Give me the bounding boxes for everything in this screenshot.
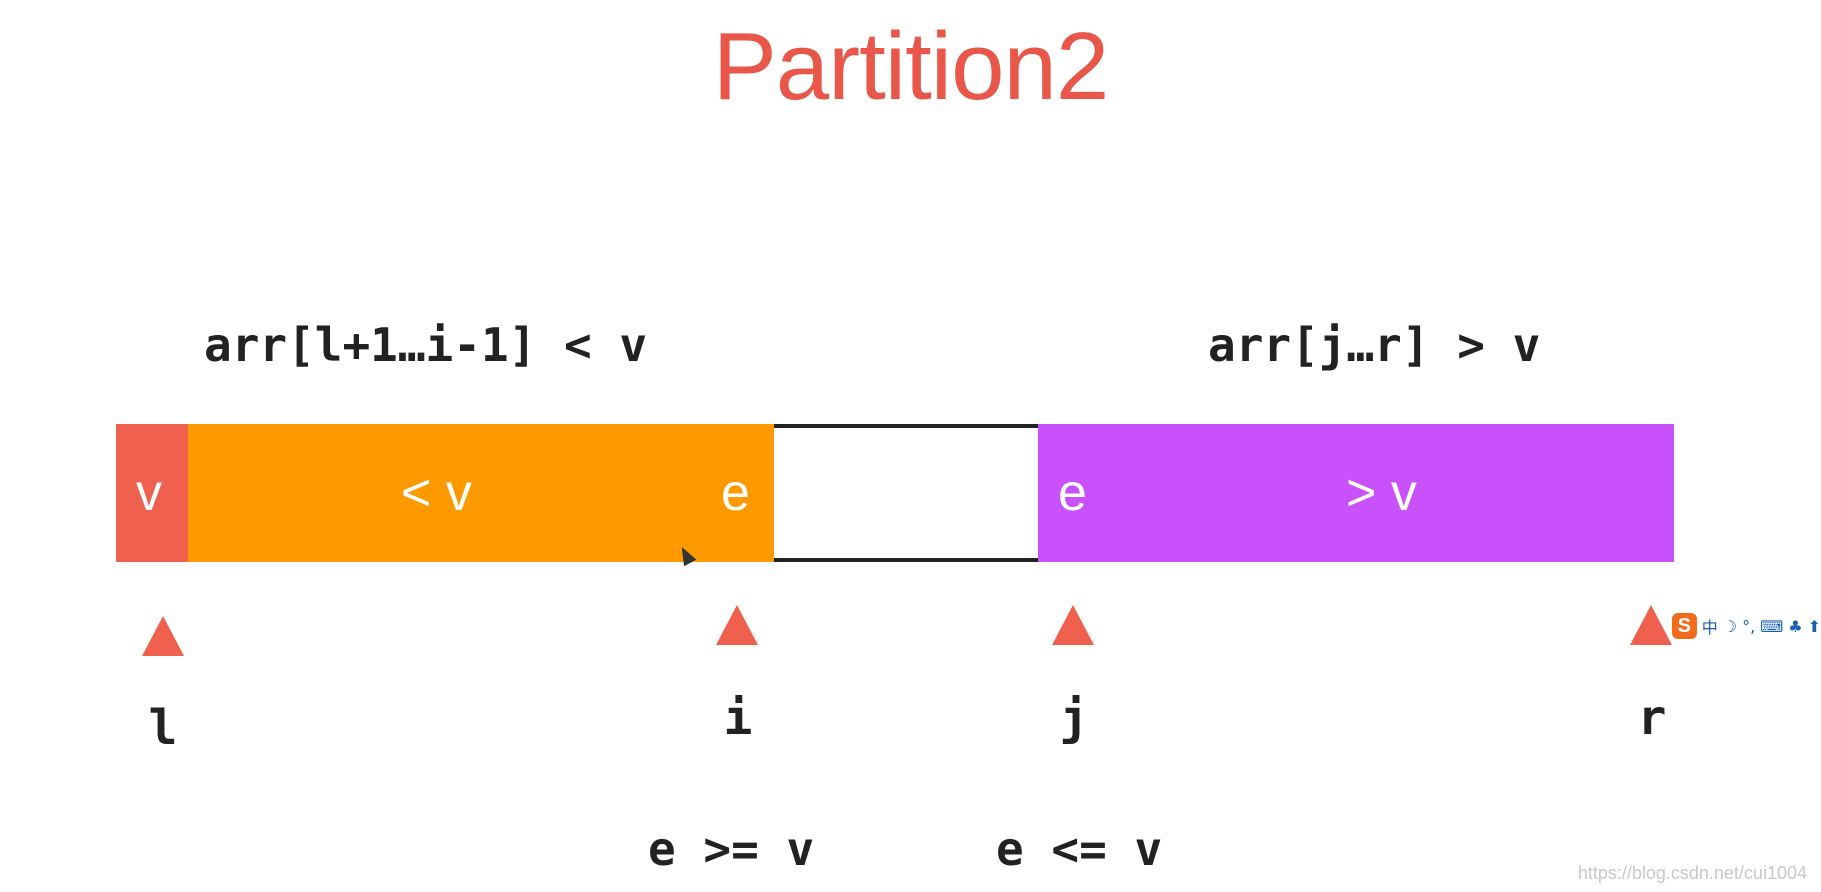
unprocessed-segment [774, 424, 1038, 562]
ime-chinese-mode-icon[interactable]: 中 [1701, 618, 1718, 637]
sogou-logo-icon[interactable]: S [1672, 613, 1697, 639]
pointer-r-label: r [1637, 690, 1667, 746]
condition-at-j: e <= v [996, 822, 1163, 876]
left-range-label: arr[l+1…i-1] < v [204, 318, 648, 372]
greater-than-label: > v [1346, 464, 1417, 522]
right-range-label: arr[j…r] > v [1208, 318, 1541, 372]
ime-keyboard-icon[interactable]: ⌨ [1760, 616, 1784, 636]
pointer-l-arrow [142, 616, 184, 656]
less-than-segment: < v e [188, 424, 774, 562]
ime-punctuation-icon[interactable]: °, [1742, 616, 1756, 636]
ime-more-icon[interactable]: ⬆ [1807, 616, 1821, 636]
pointer-l-label: l [148, 700, 178, 756]
pivot-label: v [136, 464, 162, 522]
pivot-segment: v [116, 424, 188, 562]
less-than-label: < v [401, 464, 472, 522]
ime-skin-icon[interactable]: ♣ [1788, 616, 1803, 636]
pointer-i-label: i [723, 690, 753, 746]
pointer-i-arrow [716, 605, 758, 645]
watermark: https://blog.csdn.net/cui1004 [1577, 863, 1807, 883]
greater-than-segment: e > v [1038, 424, 1674, 562]
ime-moon-icon[interactable]: ☽ [1722, 616, 1738, 636]
right-e-label: e [1058, 464, 1087, 522]
pointer-j-arrow [1052, 605, 1094, 645]
condition-at-i: e >= v [648, 822, 815, 876]
pointer-r-arrow [1630, 605, 1672, 645]
pointer-j-label: j [1059, 690, 1089, 746]
ime-toolbar[interactable]: S 中 ☽ °, ⌨ ♣ ⬆ [1672, 611, 1821, 641]
left-e-label: e [721, 464, 750, 522]
diagram-title: Partition2 [712, 13, 1110, 120]
